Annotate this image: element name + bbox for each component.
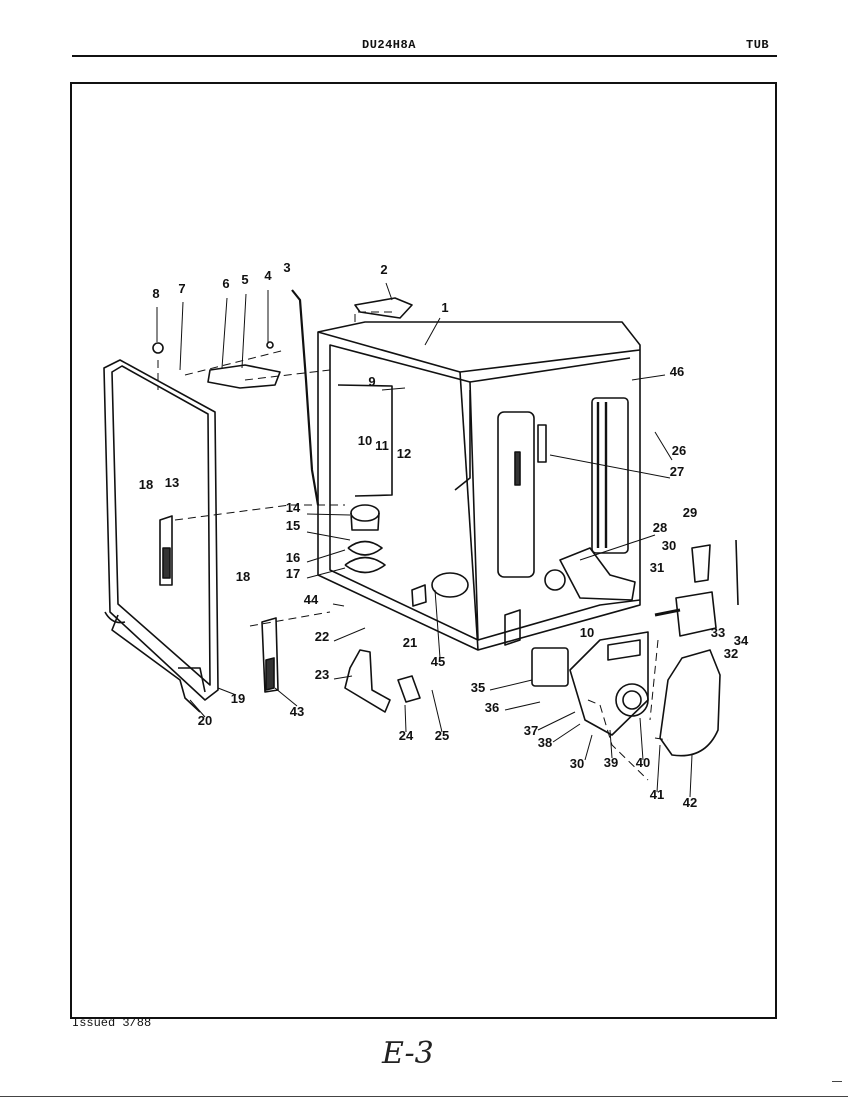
callout-19: 19 (231, 691, 245, 706)
dispenser-assembly (531, 631, 649, 736)
header-rule (72, 55, 777, 57)
callout-16: 16 (286, 550, 300, 565)
door-latch (159, 515, 173, 586)
leader-lines (157, 311, 669, 781)
callout-30: 30 (570, 756, 584, 771)
callout-7: 7 (178, 281, 185, 296)
callout-34: 34 (734, 633, 749, 648)
callout-10: 10 (358, 433, 372, 448)
callout-39: 39 (604, 755, 618, 770)
callout-40: 40 (636, 755, 650, 770)
callout-8: 8 (152, 286, 159, 301)
callout-31: 31 (650, 560, 664, 575)
callout-44: 44 (304, 592, 319, 607)
callout-43: 43 (290, 704, 304, 719)
callout-33: 33 (711, 625, 725, 640)
callout-45: 45 (431, 654, 445, 669)
callout-30: 30 (662, 538, 676, 553)
callout-10: 10 (580, 625, 594, 640)
callout-41: 41 (650, 787, 664, 802)
tub-seal (291, 289, 320, 506)
gasket-cable (111, 614, 201, 713)
callout-13: 13 (165, 475, 179, 490)
callout-12: 12 (397, 446, 411, 461)
callout-22: 22 (315, 629, 329, 644)
callout-35: 35 (471, 680, 485, 695)
callout-25: 25 (435, 728, 449, 743)
callout-9: 9 (368, 374, 375, 389)
issued-date: Issued 3/88 (72, 1016, 152, 1030)
model-number: DU24H8A (362, 38, 416, 52)
top-bracket (354, 297, 413, 319)
door-panel (103, 359, 219, 701)
callout-18: 18 (139, 477, 153, 492)
callout-11: 11 (375, 438, 389, 453)
callout-4: 4 (264, 268, 272, 283)
hinge-bracket (207, 364, 281, 389)
callout-1: 1 (441, 300, 448, 315)
callout-27: 27 (670, 464, 684, 479)
callout-2: 2 (380, 262, 387, 277)
callout-46: 46 (670, 364, 684, 379)
callout-23: 23 (315, 667, 329, 682)
callout-5: 5 (241, 272, 248, 287)
callout-37: 37 (524, 723, 538, 738)
callout-14: 14 (286, 500, 301, 515)
callout-29: 29 (683, 505, 697, 520)
section-title: TUB (746, 38, 770, 52)
callout-6: 6 (222, 276, 229, 291)
handwritten-page-note: E-3 (382, 1036, 434, 1071)
control-switch (675, 591, 717, 637)
callout-15: 15 (286, 518, 300, 533)
callout-24: 24 (399, 728, 414, 743)
bottom-rule (0, 1096, 848, 1097)
callout-17: 17 (286, 566, 300, 581)
callout-leaders (156, 282, 693, 798)
callout-26: 26 (672, 443, 686, 458)
callout-38: 38 (538, 735, 552, 750)
callout-36: 36 (485, 700, 499, 715)
callout-32: 32 (724, 646, 738, 661)
lower-hinge (344, 649, 391, 713)
pump-assembly (344, 504, 386, 574)
latch-bracket (559, 547, 636, 601)
callout-28: 28 (653, 520, 667, 535)
callout-20: 20 (198, 713, 212, 728)
callout-42: 42 (683, 795, 697, 810)
dispenser-cover (659, 649, 721, 757)
callout-3: 3 (283, 260, 290, 275)
callout-21: 21 (403, 635, 417, 650)
margin-dash (832, 1081, 842, 1082)
callout-18: 18 (236, 569, 250, 584)
tub-body (317, 321, 641, 651)
diagram-frame (70, 82, 777, 1019)
